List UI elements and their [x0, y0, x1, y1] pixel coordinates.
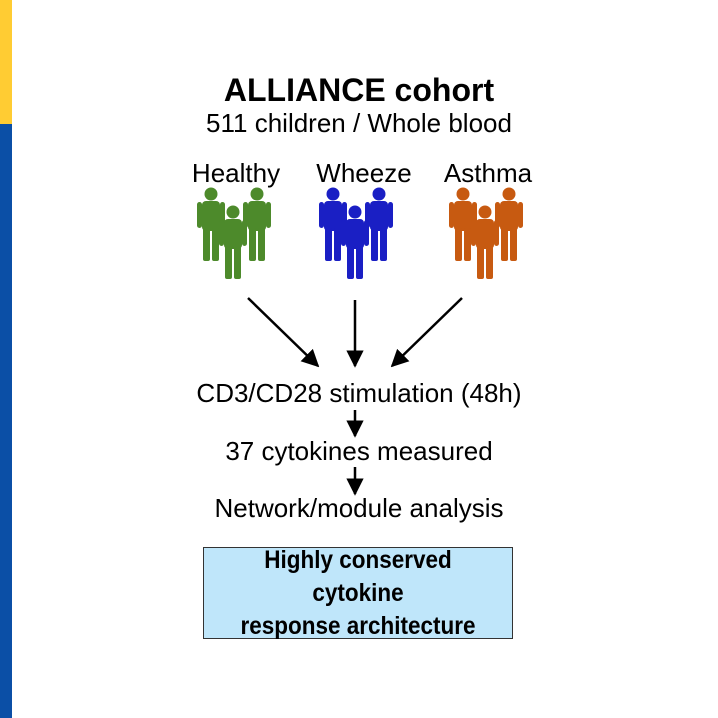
step-cytokines: 37 cytokines measured: [225, 436, 493, 466]
step-network-analysis: Network/module analysis: [214, 493, 504, 523]
result-box: Highly conserved cytokine response archi…: [203, 546, 513, 640]
step-stimulation: CD3/CD28 stimulation (48h): [196, 378, 522, 408]
wheeze-people-icon: [319, 187, 393, 279]
result-text: Highly conserved cytokine response archi…: [219, 544, 496, 643]
diagram-title: ALLIANCE cohort: [223, 72, 495, 108]
arrow-asthma-to-stimulation: [390, 297, 463, 368]
side-accent-yellow: [0, 0, 12, 124]
healthy-people-icon: [197, 187, 271, 279]
result-line-2: response architecture: [240, 611, 476, 640]
group-label-wheeze: Wheeze: [316, 158, 412, 188]
side-accent-blue: [0, 124, 12, 718]
diagram-subtitle: 511 children / Whole blood: [206, 108, 512, 138]
group-label-healthy: Healthy: [191, 158, 281, 188]
arrow-healthy-to-stimulation: [247, 297, 320, 368]
asthma-people-icon: [449, 187, 523, 279]
group-label-asthma: Asthma: [443, 158, 533, 188]
result-line-1: Highly conserved cytokine: [264, 545, 452, 607]
